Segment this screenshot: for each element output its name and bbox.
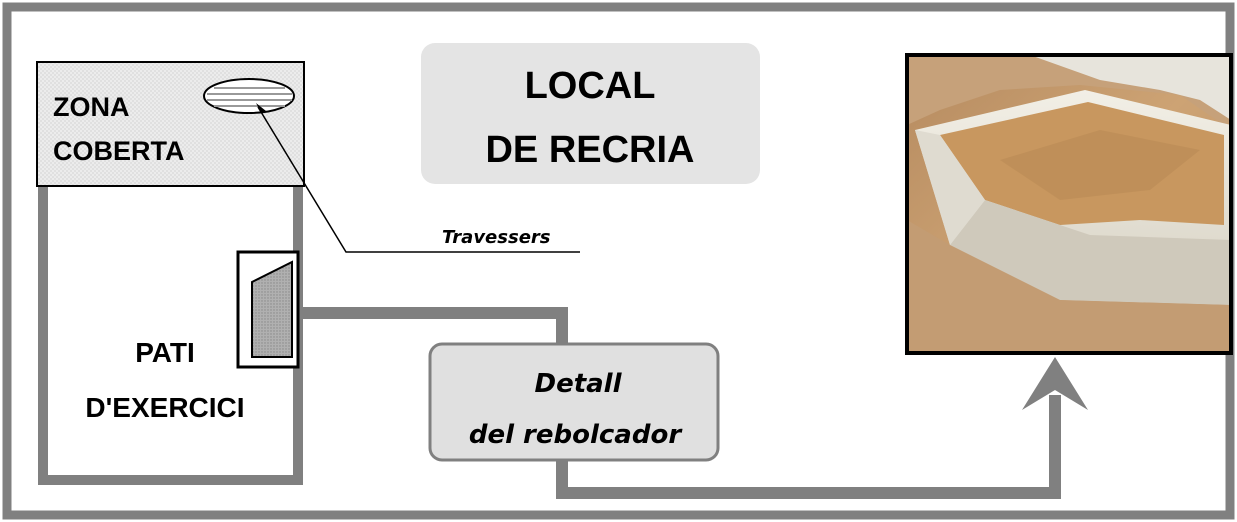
rebolcador-photo [905, 53, 1233, 355]
connector-to-detall [300, 307, 568, 345]
title-line1: LOCAL [525, 65, 656, 107]
connector-to-photo [556, 395, 1061, 499]
photo-arrowhead [1022, 357, 1088, 410]
travessers-leader-line [257, 106, 580, 253]
detall-line2: del rebolcador [469, 420, 683, 450]
travessers-arrowhead [256, 103, 266, 113]
pati-line2: D'EXERCICI [85, 392, 244, 423]
title-line2: DE RECRIA [485, 129, 694, 171]
pati-line1: PATI [135, 337, 195, 368]
title-box [421, 43, 760, 184]
zona-coberta-line1: ZONA [53, 92, 130, 122]
detall-box [428, 342, 720, 462]
travessers-ellipse [203, 78, 295, 114]
rebolcador-symbol [236, 250, 300, 369]
zona-coberta-line2: COBERTA [53, 136, 185, 166]
travessers-label: Travessers [442, 227, 551, 248]
detall-line1: Detall [534, 369, 622, 399]
